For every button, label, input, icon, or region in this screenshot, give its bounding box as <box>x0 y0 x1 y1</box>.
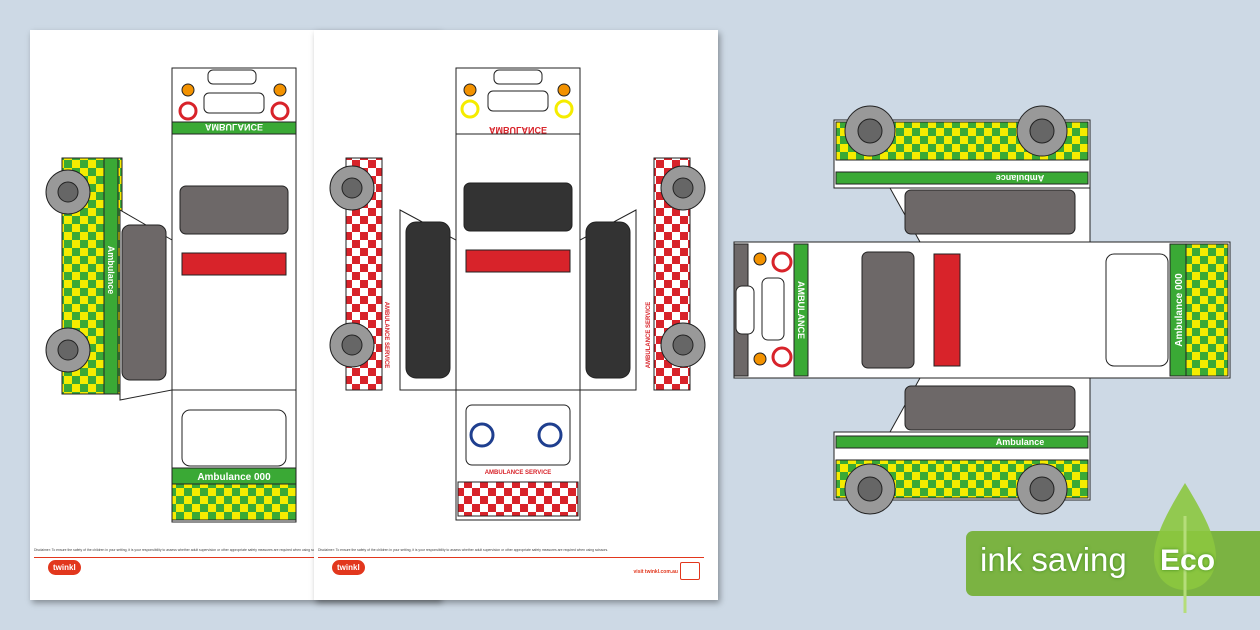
quality-badge <box>680 562 700 580</box>
twinkl-logo: twinkl <box>332 560 365 575</box>
eco-label: Eco <box>1160 544 1216 577</box>
leaf-icon <box>1154 483 1216 613</box>
eco-text: ink saving <box>980 541 1127 578</box>
twinkl-logo: twinkl <box>48 560 81 575</box>
side-label: AMBULANCE SERVICE <box>383 302 389 369</box>
website-link[interactable]: visit twinkl.com.au <box>633 569 678 575</box>
side-label: Ambulance <box>996 173 1045 183</box>
roof-label: AMBULANCE <box>205 122 263 132</box>
divider <box>318 557 704 558</box>
side-label: Ambulance <box>996 437 1045 447</box>
rear-label: Ambulance 000 <box>1174 273 1185 347</box>
ambulance-net-large <box>733 105 1231 515</box>
front-label: AMBULANCE <box>796 281 806 339</box>
disclaimer: Disclaimer: To ensure the safety of the … <box>34 548 325 552</box>
disclaimer: Disclaimer: To ensure the safety of the … <box>318 548 609 552</box>
rear-label: AMBULANCE SERVICE <box>485 470 552 476</box>
ambulance-net-red <box>329 67 706 521</box>
side-label: AMBULANCE SERVICE <box>646 302 652 369</box>
side-label: Ambulance <box>106 246 116 295</box>
roof-label: AMBULANCE <box>489 125 547 135</box>
divider <box>34 557 426 558</box>
ambulance-net-green <box>45 67 297 523</box>
rear-label: Ambulance 000 <box>197 472 271 483</box>
